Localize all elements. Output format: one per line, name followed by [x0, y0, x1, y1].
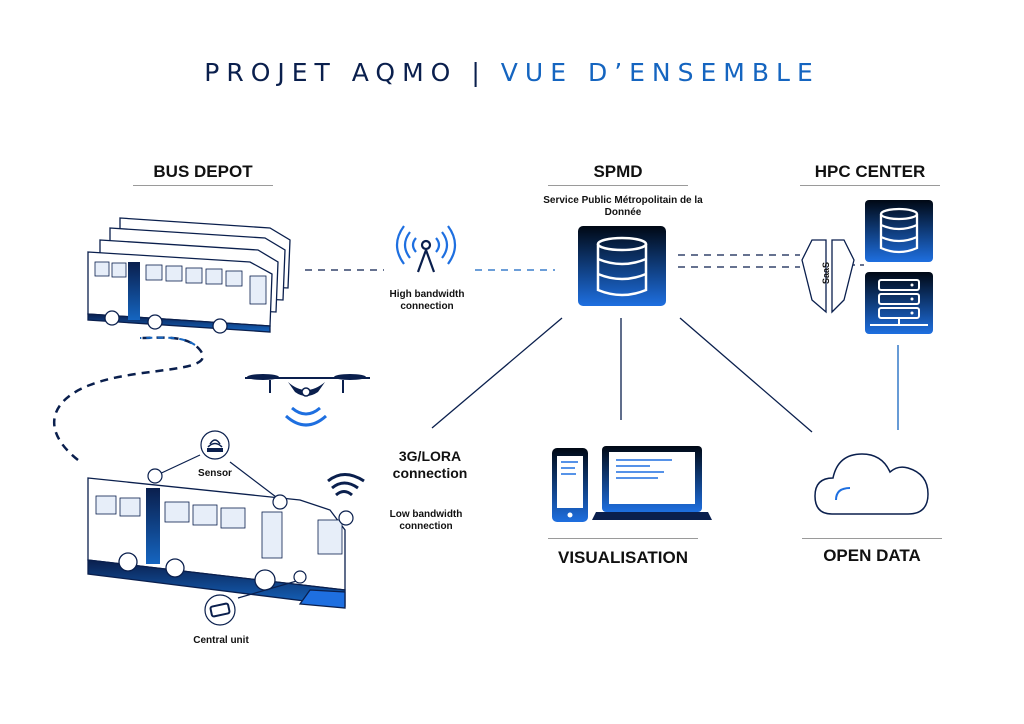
- visualisation-rule: [548, 538, 698, 539]
- open-data-rule: [802, 538, 942, 539]
- phone-icon: [552, 448, 588, 522]
- title-separator: |: [471, 58, 487, 87]
- drone-icon: [245, 374, 370, 427]
- cloud-icon: [814, 453, 929, 515]
- articulated-bus-illustration: [87, 477, 346, 609]
- page-title: PROJET AQMO | VUE D’ENSEMBLE: [0, 58, 1024, 87]
- bus-depot-label: BUS DEPOT: [153, 162, 253, 181]
- hpc-server-icon: [865, 272, 933, 334]
- title-right: VUE D’ENSEMBLE: [500, 58, 820, 87]
- antenna-icon: [395, 225, 457, 273]
- title-left: PROJET AQMO: [204, 58, 458, 87]
- spmd-to-lora-link: [431, 317, 563, 429]
- sensor-point-3: [338, 510, 354, 526]
- saas-label: SaaS: [821, 261, 831, 285]
- saas-gateway-icon: [801, 239, 855, 314]
- sensor-callouts: [147, 430, 354, 626]
- central-unit-label: Central unit: [193, 635, 249, 646]
- central-unit-point: [293, 570, 307, 584]
- hpc-center-rule: [800, 185, 940, 186]
- lora-label: 3G/LORA connection: [392, 448, 468, 481]
- bus-depot-rule: [133, 185, 273, 186]
- bus-icon: [87, 217, 291, 334]
- spmd-label: SPMD: [593, 162, 643, 181]
- bus-route-path: [52, 336, 205, 461]
- spmd-rule: [548, 185, 688, 186]
- bus-depot-illustration: [87, 217, 291, 334]
- bus-route-path-light: [139, 336, 196, 346]
- monitor-icon: [592, 446, 712, 520]
- hpc-database-icon: [865, 200, 933, 262]
- hpc-center-label: HPC CENTER: [814, 162, 926, 181]
- sensor-point-2: [272, 494, 288, 510]
- sensor-point-1: [147, 468, 163, 484]
- connectors: [52, 254, 899, 461]
- high-bandwidth-label: High bandwidth connection: [389, 289, 465, 312]
- sensor-label: Sensor: [198, 468, 232, 479]
- wifi-icon: [327, 473, 365, 497]
- spmd-database-icon: [578, 226, 666, 306]
- spmd-to-opendata-link: [679, 317, 813, 433]
- open-data-label: OPEN DATA: [823, 546, 921, 565]
- visualisation-label: VISUALISATION: [557, 548, 689, 567]
- low-bandwidth-label: Low bandwidth connection: [389, 509, 463, 532]
- spmd-subtitle: Service Public Métropolitain de la Donné…: [543, 195, 703, 218]
- sensor-badge: [200, 430, 230, 460]
